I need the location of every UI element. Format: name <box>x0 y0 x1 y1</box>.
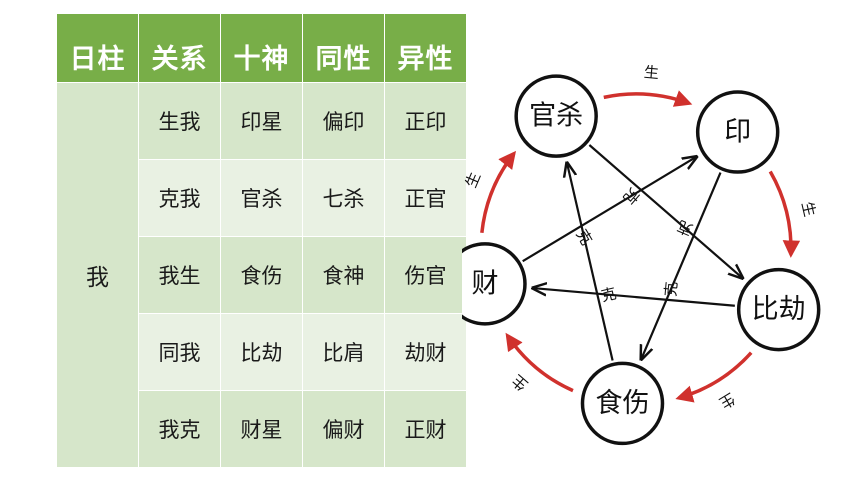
generate-arrow <box>480 150 517 233</box>
control-label: 克 <box>599 284 618 305</box>
header-same-polarity: 同性 <box>303 14 384 82</box>
table-cell: 印星 <box>221 83 302 159</box>
table-cell: 我克 <box>139 391 220 467</box>
element-node-label: 官杀 <box>529 101 583 132</box>
generate-arrow <box>603 90 693 107</box>
element-node-circle <box>514 74 598 158</box>
table-cell: 财星 <box>221 391 302 467</box>
header-ten-gods: 十神 <box>221 14 302 82</box>
header-opposite-polarity: 异性 <box>385 14 466 82</box>
header-relation: 关系 <box>139 14 220 82</box>
element-node-circle <box>695 90 780 174</box>
control-label: 克 <box>675 217 696 239</box>
generate-arrow <box>675 351 753 403</box>
ten-gods-table: 日柱 关系 十神 同性 异性 我 生我 印星 偏印 正印 克我 官杀 七杀 正官… <box>57 14 466 467</box>
element-node-label: 财 <box>471 268 498 299</box>
element-node-label: 比劫 <box>752 294 806 325</box>
table-cell: 七杀 <box>303 160 384 236</box>
table-cell: 伤官 <box>385 237 466 313</box>
table-cell: 克我 <box>139 160 220 236</box>
element-node: 食伤 <box>580 361 665 446</box>
control-arrow <box>641 172 722 360</box>
table-cell: 食神 <box>303 237 384 313</box>
element-node: 官杀 <box>514 74 598 158</box>
generate-arrow <box>768 170 801 258</box>
table-cell: 正印 <box>385 83 466 159</box>
generate-label: 生 <box>508 371 531 394</box>
table-cell: 食伤 <box>221 237 302 313</box>
control-cycle: 克克克克克 <box>522 144 743 361</box>
table-cell: 偏财 <box>303 391 384 467</box>
element-node-label: 食伤 <box>595 388 649 419</box>
generate-label: 生 <box>798 200 819 219</box>
table-cell: 比劫 <box>221 314 302 390</box>
control-label: 克 <box>662 281 681 298</box>
control-arrow <box>533 288 735 307</box>
control-arrow <box>588 144 742 278</box>
control-arrow <box>522 157 697 263</box>
self-cell: 我 <box>57 83 138 467</box>
element-node: 印 <box>695 90 780 174</box>
table-cell: 官杀 <box>221 160 302 236</box>
table-cell: 正官 <box>385 160 466 236</box>
table-cell: 同我 <box>139 314 220 390</box>
table-cell: 正财 <box>385 391 466 467</box>
table-cell: 偏印 <box>303 83 384 159</box>
generate-arrow <box>505 332 574 393</box>
element-node-circle <box>462 242 527 326</box>
element-node-circle <box>736 267 821 352</box>
element-node: 财 <box>462 242 527 326</box>
element-node-label: 印 <box>724 117 751 148</box>
table-cell: 生我 <box>139 83 220 159</box>
header-day-pillar: 日柱 <box>57 14 138 82</box>
element-node: 比劫 <box>736 267 821 352</box>
control-arrow <box>567 163 614 361</box>
generate-label: 生 <box>462 169 484 190</box>
table-cell: 比肩 <box>303 314 384 390</box>
generate-label: 生 <box>716 389 738 412</box>
table-cell: 我生 <box>139 237 220 313</box>
table-cell: 劫财 <box>385 314 466 390</box>
element-node-circle <box>580 361 665 446</box>
generate-label: 生 <box>643 63 660 82</box>
